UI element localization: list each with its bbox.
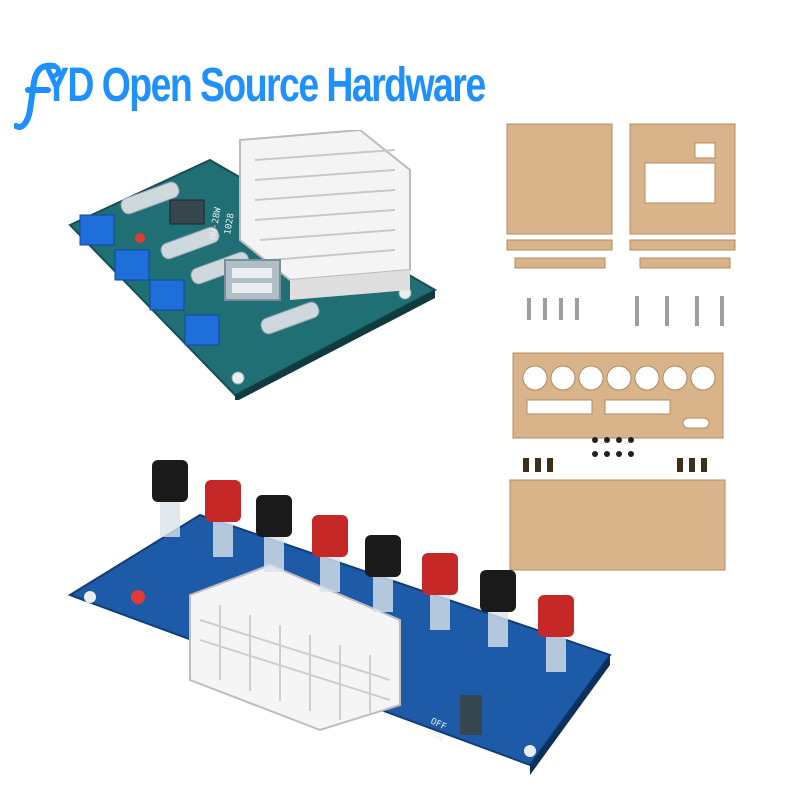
binding-post-black [256,495,292,572]
mount-hole [84,591,96,603]
mount-hole [524,745,536,757]
atx-connector [239,130,411,300]
switch-label-on: ON [431,731,445,745]
binding-post-red [422,553,458,630]
usb-port-pair [224,259,281,301]
swash-f-logo-icon [14,62,61,130]
small-screws [592,437,634,457]
acrylic-front-panel [512,352,724,439]
acrylic-case-parts-photo [506,123,736,571]
acrylic-plate-top-left [506,123,613,235]
binding-post-black [152,460,188,537]
standoffs [523,458,707,472]
pcb-board-top-photo: HU-28W 1028 [68,130,438,400]
brand-title: YD Open Source Hardware [44,59,486,112]
binding-post-black [365,535,401,612]
acrylic-bottom-plate [509,479,726,571]
pcb-board-bottom-photo: OFF ON [67,460,612,775]
mount-hole [231,371,245,385]
led-red [135,233,145,243]
power-switch [460,695,482,735]
screw-terminals [79,214,220,346]
acrylic-plate-top-right [629,123,736,235]
screws-row [527,296,724,326]
led-red [131,590,145,604]
silk-label-2: 1028 [223,212,237,235]
brand-header: YD Open Source Hardware [14,58,486,138]
binding-post-black [480,570,516,647]
binding-post-red [205,480,241,557]
binding-post-red [538,595,574,672]
power-switch [169,199,205,225]
binding-post-red [312,515,348,592]
atx-connector [189,563,401,732]
binding-posts [152,460,574,672]
